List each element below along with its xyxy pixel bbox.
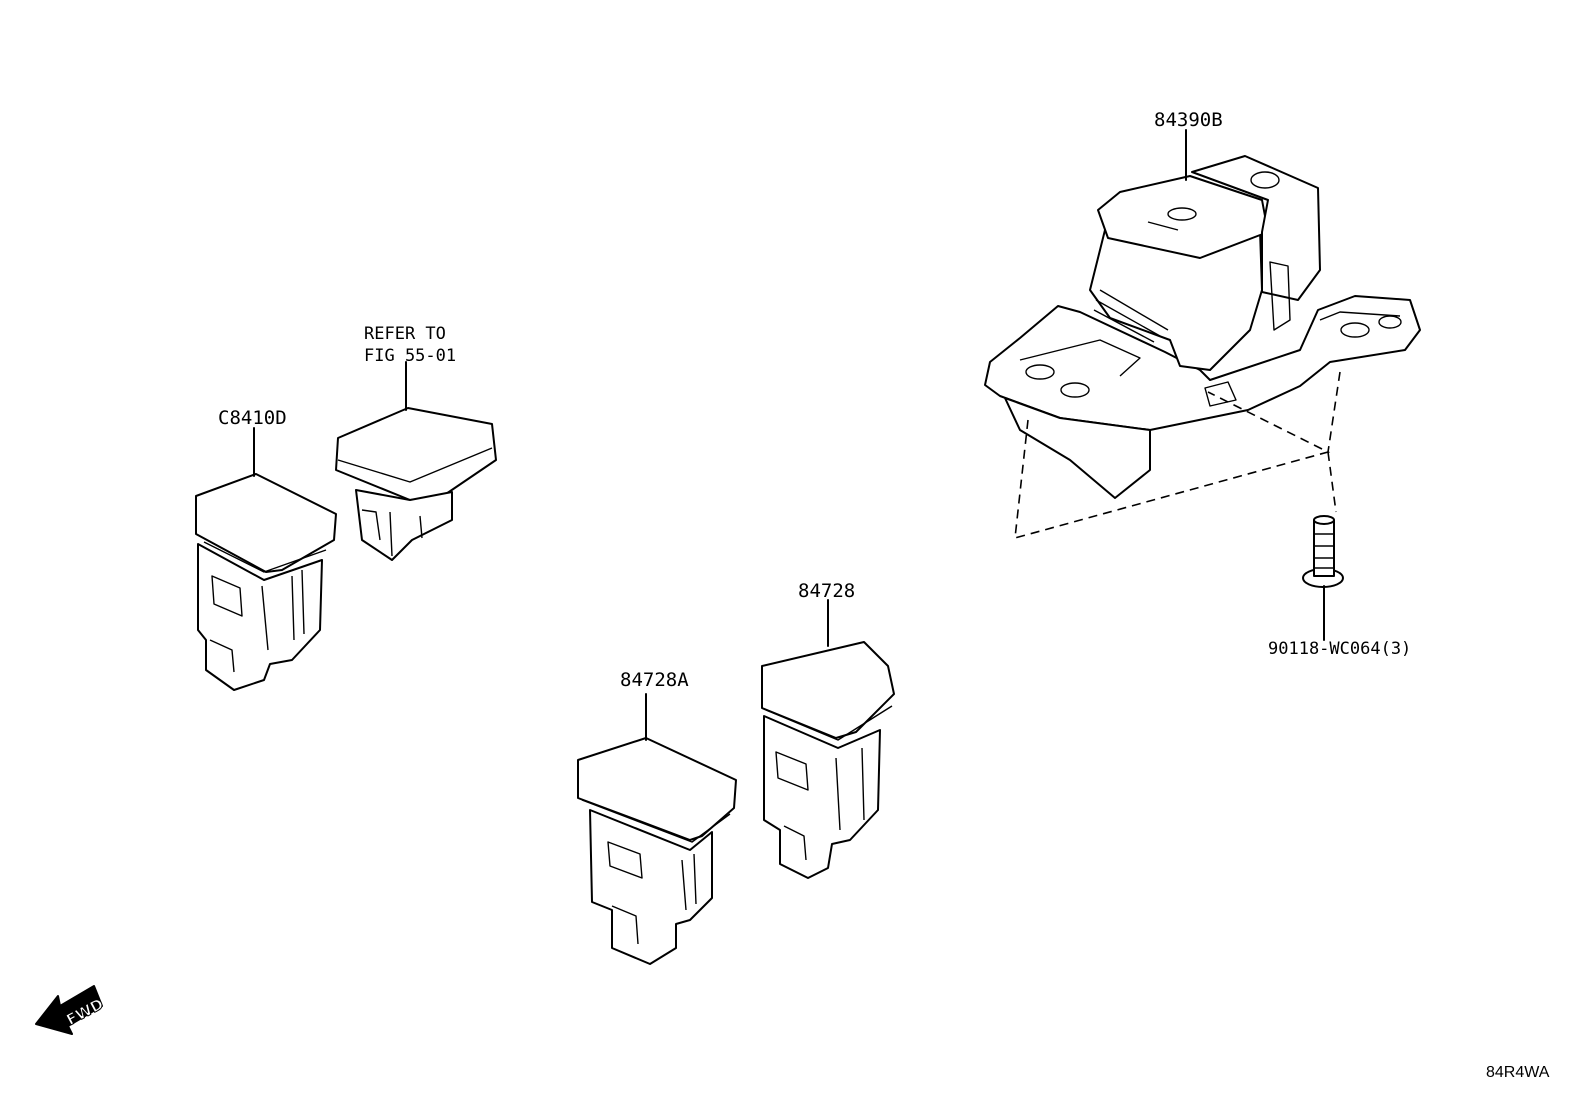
label-90118: 90118-WC064(3) xyxy=(1268,639,1411,659)
label-84728: 84728 xyxy=(798,580,855,602)
label-84728A: 84728A xyxy=(620,669,689,691)
diagram-code: 84R4WA xyxy=(1486,1064,1550,1081)
label-C8410D: C8410D xyxy=(218,407,287,429)
switch-assembly-84390B[interactable] xyxy=(984,155,1421,540)
switch-C8410D[interactable] xyxy=(195,473,337,691)
fwd-arrow-icon: FWD xyxy=(35,985,107,1035)
label-refer-line2: FIG 55-01 xyxy=(364,346,456,366)
switch-refer-fig-55-01[interactable] xyxy=(335,407,497,561)
switch-84728[interactable] xyxy=(761,641,895,879)
switch-84728A[interactable] xyxy=(577,737,737,965)
label-84390B: 84390B xyxy=(1154,109,1223,131)
label-refer-line1: REFER TO xyxy=(364,324,446,344)
screw-90118[interactable] xyxy=(1302,515,1344,588)
